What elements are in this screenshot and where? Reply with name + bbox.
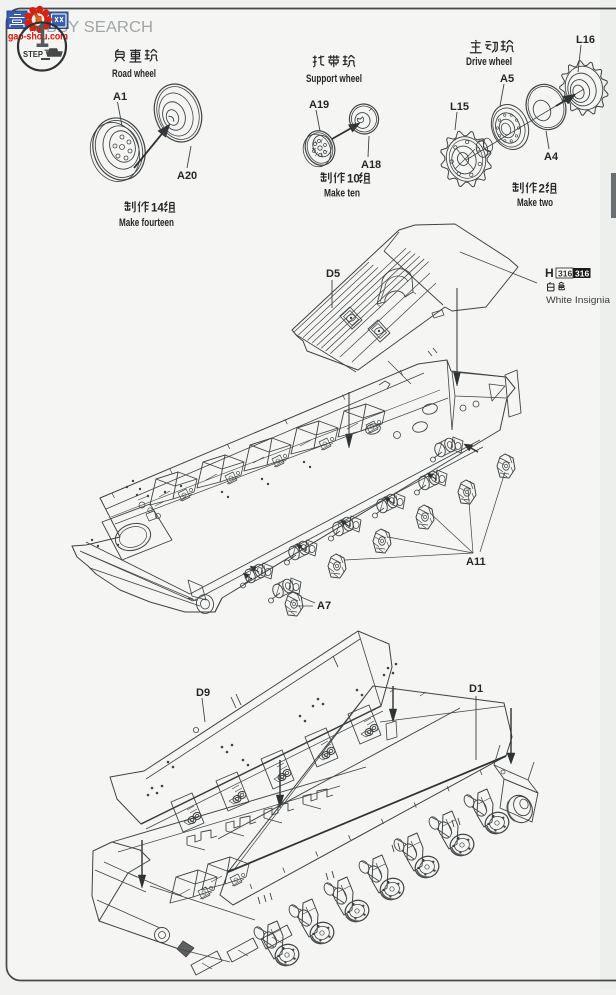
svg-text:Road wheel: Road wheel <box>112 68 156 80</box>
svg-text:10: 10 <box>347 174 360 186</box>
svg-text:STEP: STEP <box>23 49 43 59</box>
svg-text:14: 14 <box>151 203 164 215</box>
svg-text:D5: D5 <box>326 268 340 280</box>
svg-text:H: H <box>545 266 554 280</box>
svg-text:L16: L16 <box>576 34 595 46</box>
svg-text:A19: A19 <box>309 99 329 111</box>
svg-text:316: 316 <box>558 269 572 279</box>
svg-text:A20: A20 <box>177 170 197 182</box>
svg-text:Make ten: Make ten <box>324 188 360 200</box>
svg-text:Make two: Make two <box>517 197 553 209</box>
svg-text:A4: A4 <box>544 151 559 163</box>
svg-text:A11: A11 <box>466 556 486 568</box>
svg-text:316: 316 <box>575 269 589 279</box>
svg-text:2: 2 <box>539 184 545 196</box>
svg-text:Support wheel: Support wheel <box>306 73 362 85</box>
svg-text:Make fourteen: Make fourteen <box>119 217 174 229</box>
svg-text:D9: D9 <box>196 687 210 699</box>
svg-text:D1: D1 <box>469 683 483 695</box>
svg-text:A7: A7 <box>317 600 331 612</box>
svg-text:Drive wheel: Drive wheel <box>466 56 512 68</box>
svg-text:A5: A5 <box>500 73 514 85</box>
svg-text:A18: A18 <box>361 159 381 171</box>
svg-text:A1: A1 <box>113 91 127 103</box>
svg-text:White Insignia: White Insignia <box>546 295 611 306</box>
svg-text:L15: L15 <box>450 101 469 113</box>
